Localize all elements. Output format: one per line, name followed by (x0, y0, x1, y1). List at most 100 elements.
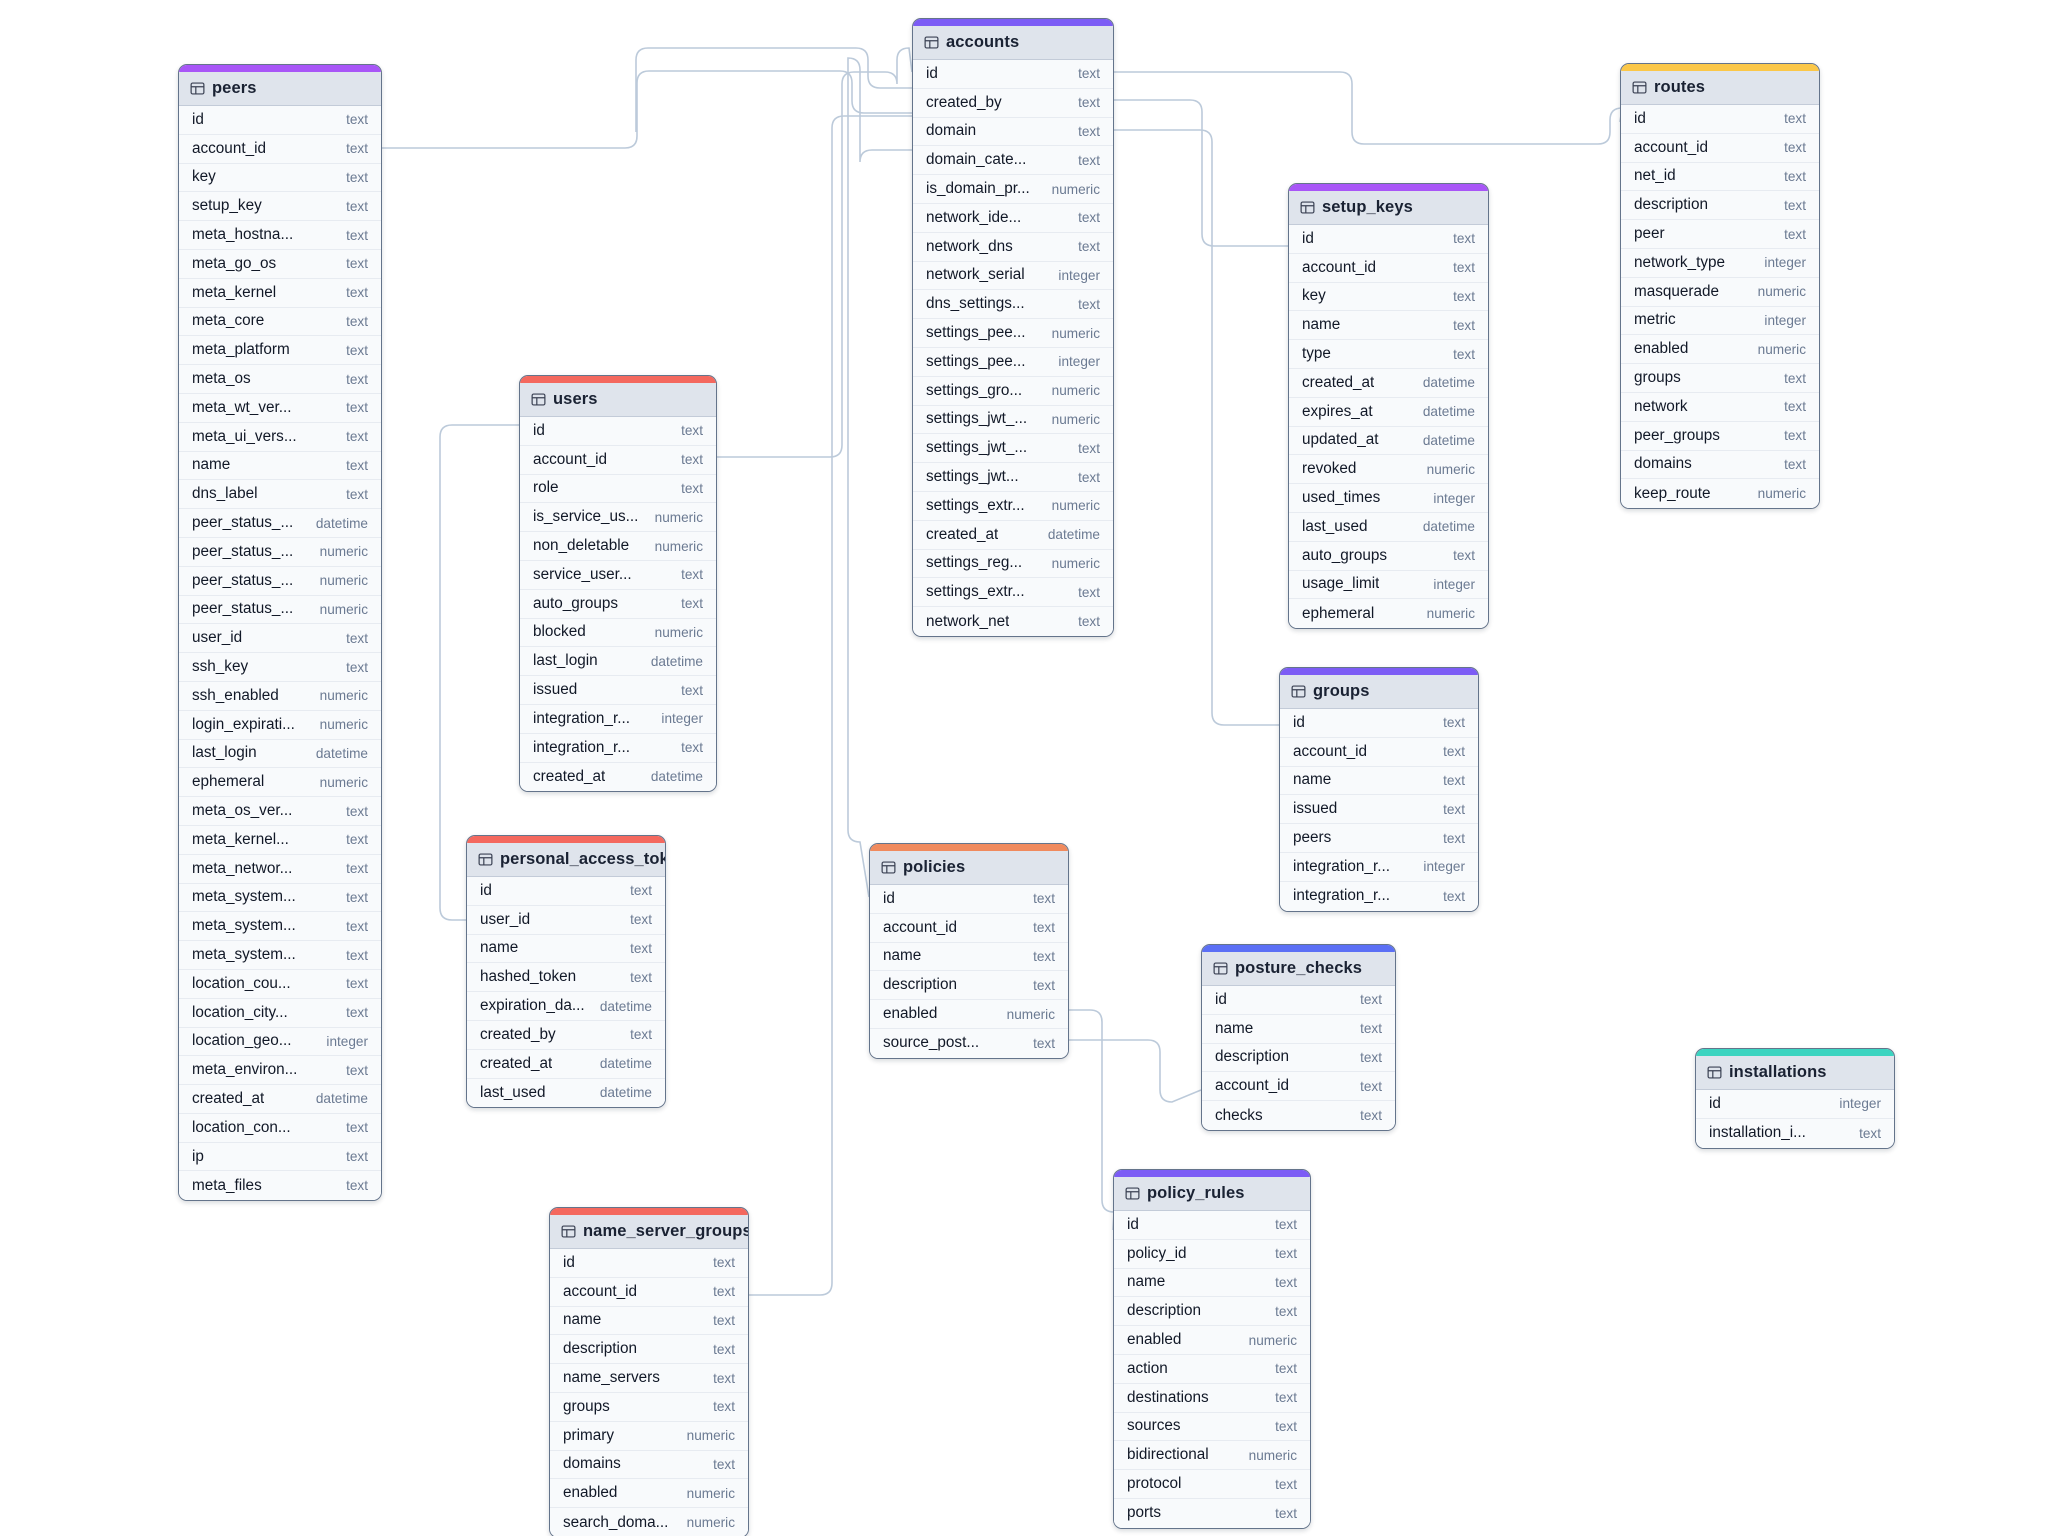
table-row[interactable]: meta_wt_ver...text (179, 393, 381, 423)
table-header-groups[interactable]: groups (1280, 675, 1478, 709)
table-row[interactable]: settings_extr...text (913, 578, 1113, 608)
table-row[interactable]: settings_pee...integer (913, 347, 1113, 377)
table-header-users[interactable]: users (520, 383, 716, 417)
table-row[interactable]: meta_environ...text (179, 1056, 381, 1086)
table-row[interactable]: installation_i...text (1696, 1118, 1894, 1148)
table-node-personal_access_tokens[interactable]: personal_access_tokensidtextuser_idtextn… (466, 835, 666, 1109)
table-row[interactable]: meta_ui_vers...text (179, 422, 381, 452)
table-row[interactable]: expiration_da...datetime (467, 992, 665, 1021)
table-row[interactable]: integration_r...integer (520, 704, 716, 734)
table-row[interactable]: location_city...text (179, 998, 381, 1028)
table-row[interactable]: domain_cate...text (913, 146, 1113, 176)
table-row[interactable]: meta_networ...text (179, 854, 381, 884)
table-row[interactable]: location_cou...text (179, 969, 381, 999)
table-row[interactable]: peer_status_...numeric (179, 566, 381, 596)
table-header-personal_access_tokens[interactable]: personal_access_tokens (467, 843, 665, 877)
table-header-peers[interactable]: peers (179, 72, 381, 106)
table-row[interactable]: dns_settings...text (913, 290, 1113, 320)
table-row[interactable]: settings_gro...numeric (913, 376, 1113, 406)
table-row[interactable]: settings_pee...numeric (913, 319, 1113, 348)
table-row[interactable]: meta_system...text (179, 883, 381, 913)
table-row[interactable]: integration_r...text (520, 733, 716, 763)
table-row[interactable]: is_service_us...numeric (520, 503, 716, 533)
table-row[interactable]: peer_status_...numeric (179, 537, 381, 567)
table-header-accounts[interactable]: accounts (913, 26, 1113, 60)
table-header-name_server_groups[interactable]: name_server_groups (550, 1215, 748, 1249)
